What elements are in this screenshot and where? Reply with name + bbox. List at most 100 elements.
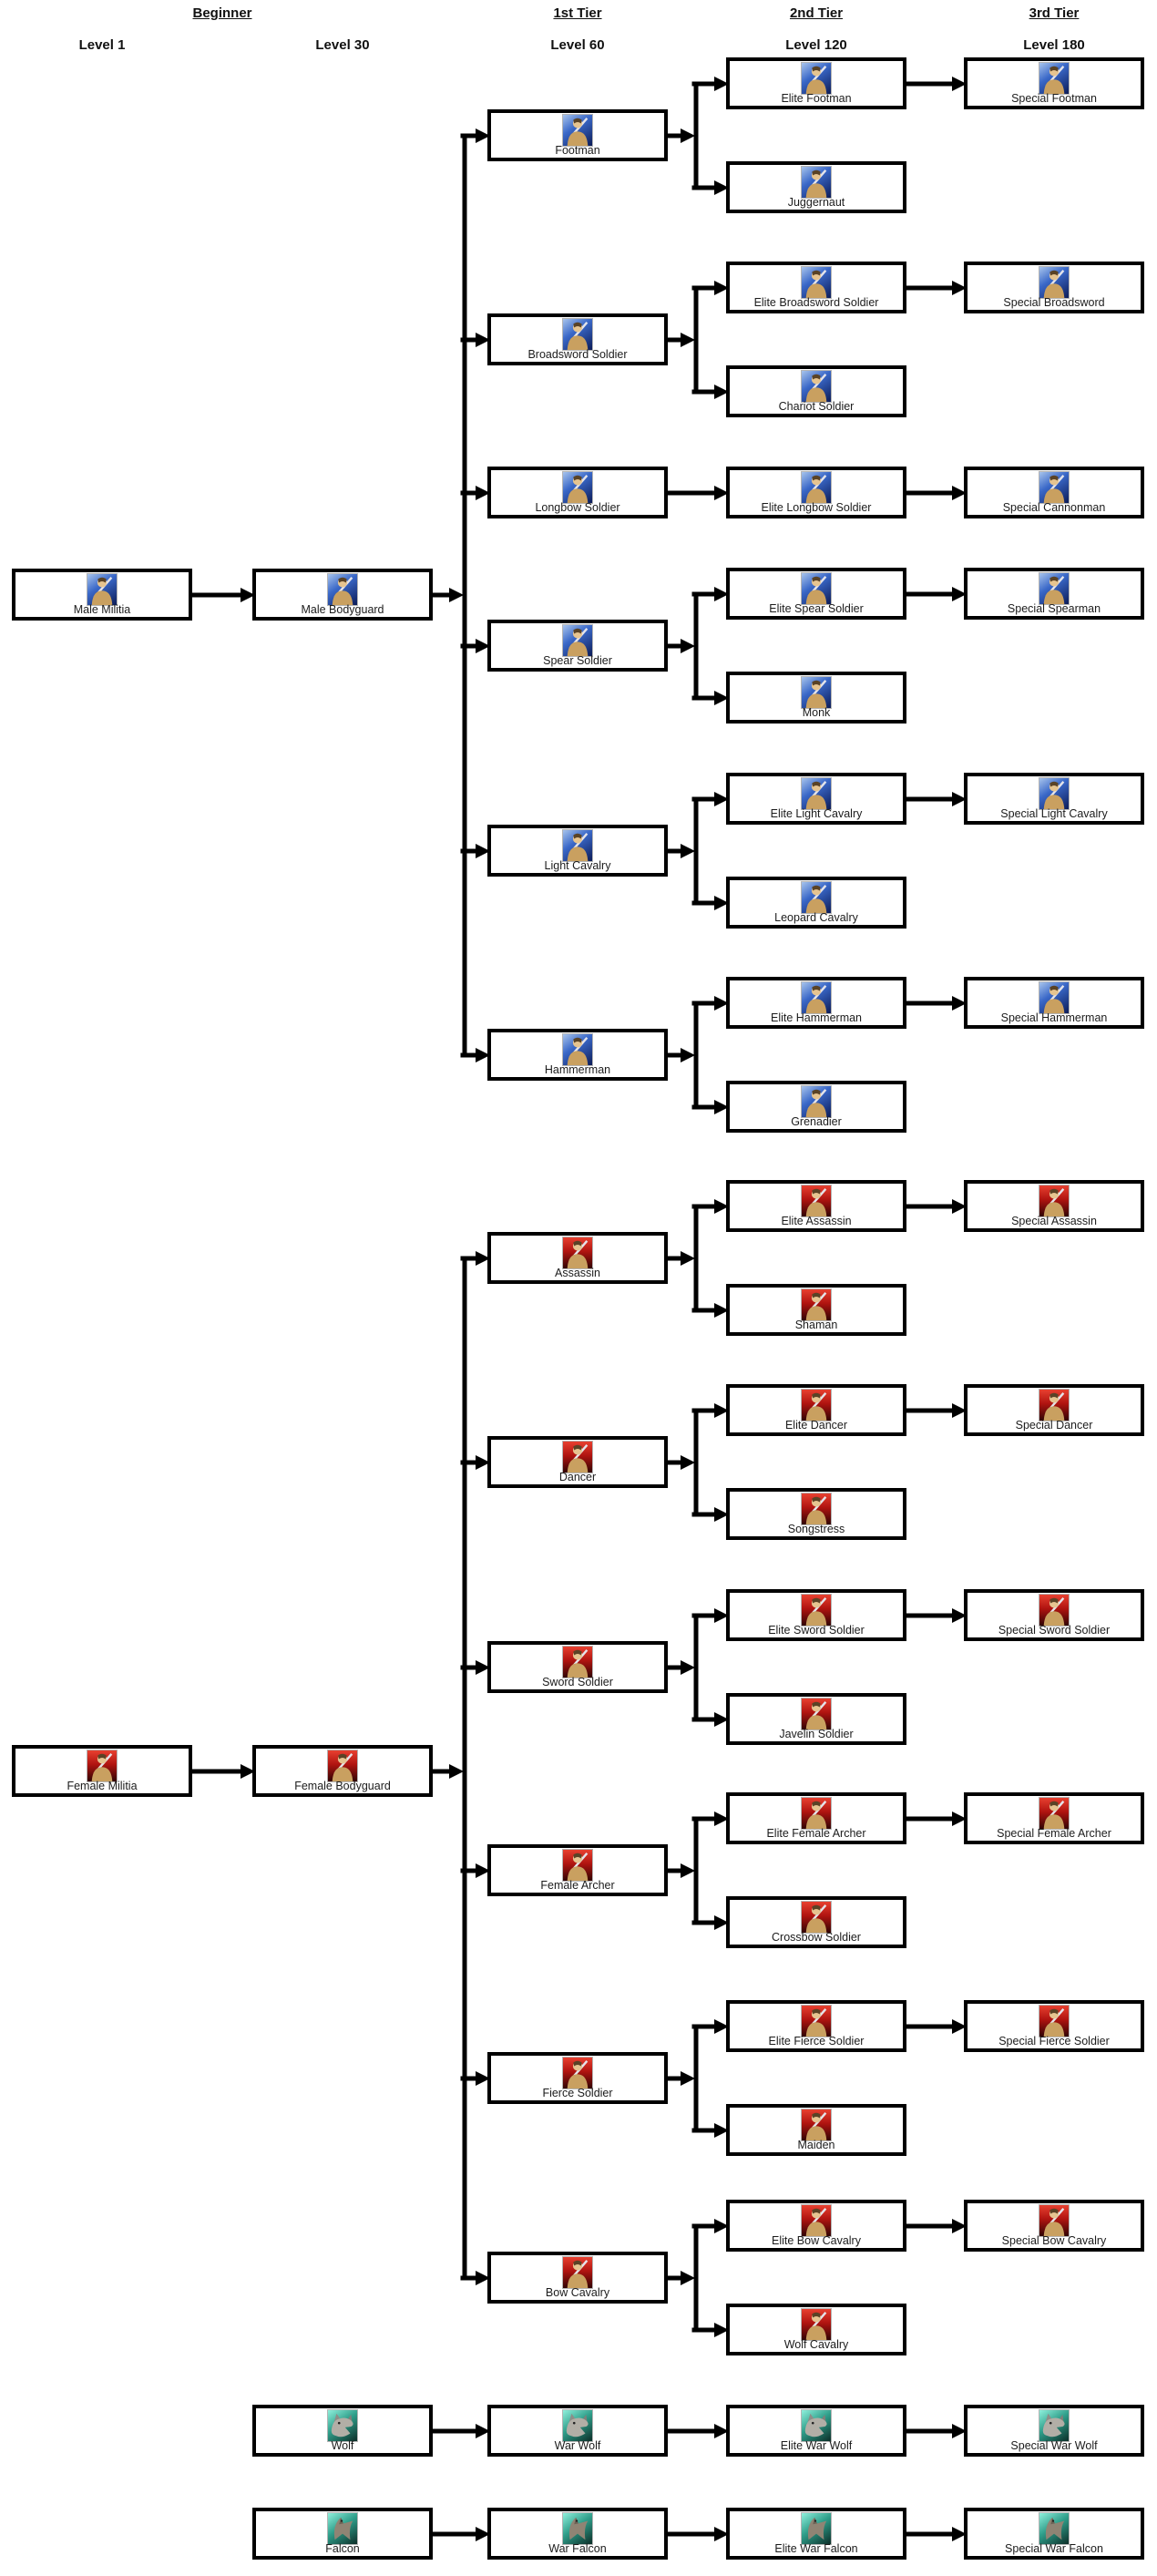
falcon-icon xyxy=(562,2512,593,2545)
unit-label: War Wolf xyxy=(554,2439,601,2452)
unit-box-monk: Monk xyxy=(726,672,906,724)
unit-label: Male Bodyguard xyxy=(301,603,384,616)
unit-portrait-icon xyxy=(87,1750,118,1782)
unit-label: Grenadier xyxy=(791,1115,842,1128)
unit-label: Elite Bow Cavalry xyxy=(772,2234,861,2247)
unit-portrait-icon xyxy=(801,471,832,504)
unit-label: Broadsword Soldier xyxy=(527,348,628,361)
unit-portrait-icon xyxy=(801,266,832,299)
unit-box-maiden: Maiden xyxy=(726,2104,906,2156)
unit-portrait-icon xyxy=(1039,777,1070,810)
unit-portrait-icon xyxy=(801,1389,832,1421)
unit-box-wolf-cavalry: Wolf Cavalry xyxy=(726,2304,906,2355)
unit-label: Special Hammerman xyxy=(1000,1011,1108,1024)
unit-portrait-icon xyxy=(562,624,593,657)
unit-label: Juggernaut xyxy=(787,196,845,209)
wolf-icon xyxy=(1039,2409,1070,2442)
unit-portrait-icon xyxy=(801,1085,832,1118)
unit-box-female-bodyguard: Female Bodyguard xyxy=(252,1745,433,1797)
tier-header: Beginner xyxy=(192,5,252,21)
unit-label: Light Cavalry xyxy=(544,859,611,872)
unit-label: Special Broadsword xyxy=(1003,296,1105,309)
unit-label: Hammerman xyxy=(544,1063,611,1076)
unit-box-javelin-soldier: Javelin Soldier xyxy=(726,1693,906,1745)
unit-portrait-icon xyxy=(1039,2005,1070,2037)
unit-label: Falcon xyxy=(325,2542,360,2555)
unit-label: Elite War Falcon xyxy=(774,2542,858,2555)
unit-label: Wolf Cavalry xyxy=(783,2338,849,2351)
unit-label: Bow Cavalry xyxy=(545,2286,610,2299)
unit-box-juggernaut: Juggernaut xyxy=(726,161,906,213)
unit-label: Female Bodyguard xyxy=(294,1780,391,1792)
unit-portrait-icon xyxy=(801,1797,832,1830)
unit-label: Elite War Wolf xyxy=(780,2439,853,2452)
unit-portrait-icon xyxy=(801,370,832,403)
unit-portrait-icon xyxy=(801,1698,832,1730)
unit-box-spear-soldier: Spear Soldier xyxy=(487,620,668,672)
unit-box-elite-bow-cavalry: Elite Bow Cavalry xyxy=(726,2200,906,2252)
unit-label: Elite Longbow Soldier xyxy=(761,501,872,514)
unit-box-footman: Footman xyxy=(487,109,668,161)
unit-box-songstress: Songstress xyxy=(726,1488,906,1540)
unit-box-special-broadsword: Special Broadsword xyxy=(964,262,1144,313)
unit-portrait-icon xyxy=(801,2204,832,2237)
unit-box-special-light-cavalry: Special Light Cavalry xyxy=(964,773,1144,825)
unit-label: Special War Falcon xyxy=(1005,2542,1103,2555)
wolf-icon xyxy=(327,2409,358,2442)
unit-box-special-female-archer: Special Female Archer xyxy=(964,1792,1144,1844)
unit-box-elite-hammerman: Elite Hammerman xyxy=(726,977,906,1029)
level-header: Level 60 xyxy=(550,37,605,53)
unit-portrait-icon xyxy=(801,1288,832,1321)
unit-label: Shaman xyxy=(794,1319,838,1331)
unit-portrait-icon xyxy=(801,2005,832,2037)
unit-label: Elite Assassin xyxy=(781,1215,852,1227)
unit-portrait-icon xyxy=(1039,471,1070,504)
unit-label: Special Female Archer xyxy=(997,1827,1111,1840)
unit-label: Elite Fierce Soldier xyxy=(768,2035,865,2047)
unit-portrait-icon xyxy=(562,829,593,862)
unit-portrait-icon xyxy=(1039,1594,1070,1627)
unit-label: Footman xyxy=(555,144,600,157)
unit-label: Fierce Soldier xyxy=(542,2087,613,2099)
unit-label: Assassin xyxy=(554,1267,601,1279)
unit-portrait-icon xyxy=(562,471,593,504)
unit-box-special-bow-cavalry: Special Bow Cavalry xyxy=(964,2200,1144,2252)
unit-portrait-icon xyxy=(562,1849,593,1882)
unit-label: Elite Broadsword Soldier xyxy=(753,296,879,309)
unit-label: Special Bow Cavalry xyxy=(1001,2234,1107,2247)
unit-label: Wolf xyxy=(331,2439,354,2452)
unit-box-war-wolf: War Wolf xyxy=(487,2405,668,2457)
unit-portrait-icon xyxy=(801,981,832,1014)
unit-portrait-icon xyxy=(1039,2204,1070,2237)
level-header: Level 30 xyxy=(315,37,370,53)
unit-label: Elite Spear Soldier xyxy=(769,602,864,615)
unit-portrait-icon xyxy=(1039,266,1070,299)
unit-label: Female Militia xyxy=(67,1780,138,1792)
unit-box-elite-assassin: Elite Assassin xyxy=(726,1180,906,1232)
unit-label: Special Light Cavalry xyxy=(1000,807,1108,820)
unit-box-elite-light-cavalry: Elite Light Cavalry xyxy=(726,773,906,825)
unit-box-elite-footman: Elite Footman xyxy=(726,57,906,109)
unit-label: Male Militia xyxy=(73,603,131,616)
unit-box-elite-broadsword-soldier: Elite Broadsword Soldier xyxy=(726,262,906,313)
unit-label: Crossbow Soldier xyxy=(772,1931,861,1944)
unit-box-special-assassin: Special Assassin xyxy=(964,1180,1144,1232)
unit-box-special-dancer: Special Dancer xyxy=(964,1384,1144,1436)
unit-portrait-icon xyxy=(801,1185,832,1217)
unit-box-hammerman: Hammerman xyxy=(487,1029,668,1081)
unit-box-special-footman: Special Footman xyxy=(964,57,1144,109)
unit-label: Elite Hammerman xyxy=(770,1011,863,1024)
unit-label: Elite Footman xyxy=(781,92,852,105)
unit-portrait-icon xyxy=(801,881,832,914)
unit-portrait-icon xyxy=(562,2256,593,2289)
unit-box-male-bodyguard: Male Bodyguard xyxy=(252,569,433,621)
unit-label: Elite Dancer xyxy=(784,1419,848,1432)
unit-portrait-icon xyxy=(801,1493,832,1525)
unit-label: Leopard Cavalry xyxy=(774,911,858,924)
unit-label: Special Assassin xyxy=(1011,1215,1097,1227)
unit-box-female-archer: Female Archer xyxy=(487,1844,668,1896)
unit-portrait-icon xyxy=(327,1750,358,1782)
unit-label: Songstress xyxy=(787,1523,845,1535)
unit-box-dancer: Dancer xyxy=(487,1436,668,1488)
unit-label: Elite Light Cavalry xyxy=(770,807,863,820)
